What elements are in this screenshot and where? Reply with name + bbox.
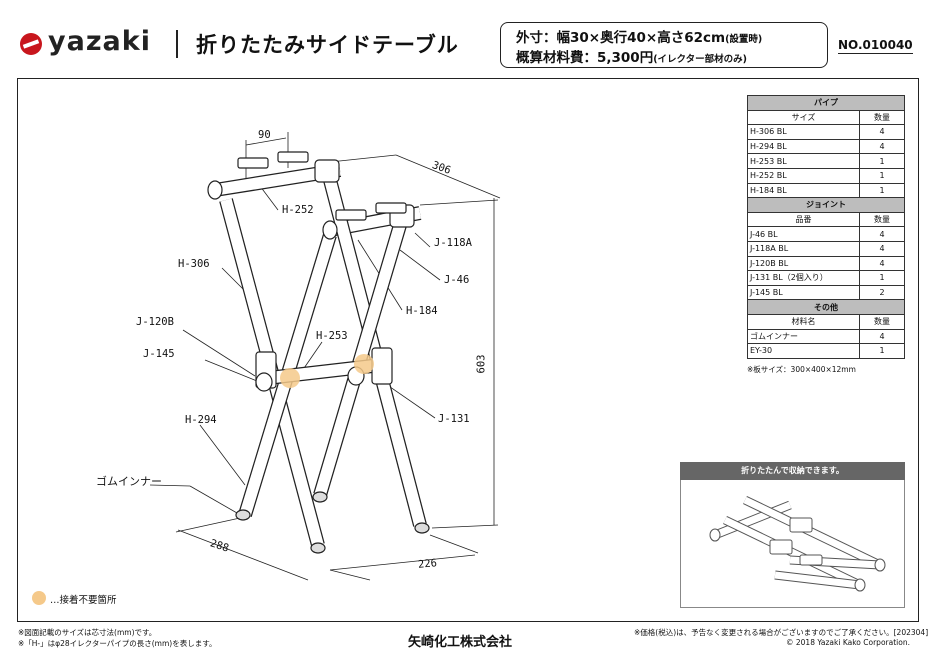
- joint-col-qty: 数量: [859, 211, 905, 228]
- part-qty: 4: [859, 255, 905, 272]
- part-name: J-46 BL: [747, 226, 860, 242]
- other-section-title: その他: [747, 299, 905, 315]
- part-name: H-253 BL: [747, 153, 860, 169]
- part-name: J-118A BL: [747, 240, 860, 257]
- other-col-name: 材料名: [747, 313, 860, 330]
- spec-dimensions-note: (設置時): [725, 34, 763, 45]
- logo-text: yazaki: [48, 26, 151, 57]
- dim-226: 226: [417, 557, 438, 571]
- footer-note-size: ※図面記載のサイズは芯寸法(mm)です。: [18, 628, 157, 637]
- part-qty: 1: [859, 270, 905, 286]
- label-j131: J-131: [438, 413, 470, 425]
- pipe-section-header: パイプ: [747, 95, 905, 111]
- spec-dimensions: 外寸：幅30×奥行40×高さ62cm(設置時): [516, 26, 762, 46]
- logo-mark: [20, 33, 42, 55]
- part-qty: 4: [859, 328, 905, 345]
- label-h294: H-294: [185, 414, 217, 426]
- joint-column-header: 品番数量: [747, 211, 905, 228]
- part-name: H-294 BL: [747, 138, 860, 155]
- folded-caption: 折りたたんで収納できます。: [680, 462, 905, 480]
- label-j145: J-145: [143, 348, 175, 360]
- joint-col-name: 品番: [747, 211, 860, 228]
- dim-603: 603: [475, 354, 488, 374]
- page-title: 折りたたみサイドテーブル: [196, 33, 459, 57]
- product-number: NO.010040: [838, 38, 913, 54]
- label-h184: H-184: [406, 305, 438, 317]
- label-rubber-inner: ゴムインナー: [96, 475, 162, 488]
- pipe-col-name: サイズ: [747, 109, 860, 126]
- pipe-col-qty: 数量: [859, 109, 905, 126]
- spec-cost: 概算材料費：5,300円(イレクター部材のみ): [516, 46, 747, 66]
- spec-dimensions-text: 外寸：幅30×奥行40×高さ62cm: [516, 30, 726, 46]
- label-j118a: J-118A: [434, 237, 472, 249]
- joint-section-header: ジョイント: [747, 197, 905, 213]
- header-separator: [176, 30, 178, 58]
- part-qty: 4: [859, 240, 905, 257]
- part-qty: 4: [859, 138, 905, 155]
- folded-illustration-box: [680, 462, 905, 608]
- label-j46: J-46: [444, 274, 470, 286]
- part-qty: 1: [859, 153, 905, 169]
- joint-section-title: ジョイント: [747, 197, 905, 213]
- part-name: EY-30: [747, 343, 860, 359]
- label-j120b: J-120B: [136, 316, 174, 328]
- part-qty: 4: [859, 124, 905, 140]
- other-col-qty: 数量: [859, 313, 905, 330]
- table-row: J-131 BL（2個入り）1: [747, 270, 905, 286]
- spec-cost-text: 概算材料費：5,300円: [516, 50, 654, 66]
- dim-90: 90: [258, 129, 271, 141]
- pipe-column-header: サイズ数量: [747, 109, 905, 126]
- spec-box: [500, 22, 828, 68]
- drawing-frame: [17, 78, 919, 622]
- label-h253: H-253: [316, 330, 348, 342]
- pipe-section-title: パイプ: [747, 95, 905, 111]
- part-name: J-131 BL（2個入り）: [747, 270, 860, 286]
- other-column-header: 材料名数量: [747, 313, 905, 330]
- part-name: J-145 BL: [747, 284, 860, 301]
- part-qty: 1: [859, 167, 905, 184]
- part-qty: 1: [859, 182, 905, 199]
- copyright: © 2018 Yazaki Kako Corporation.: [786, 638, 910, 647]
- board-size-note: ※板サイズ：300×400×12mm: [747, 365, 856, 374]
- part-name: ゴムインナー: [747, 328, 860, 345]
- footer-note-pipe: ※「H-」はφ28イレクターパイプの長さ(mm)を表します。: [18, 639, 217, 648]
- spec-cost-note: (イレクター部材のみ): [653, 54, 748, 65]
- company-name: 矢崎化工株式会社: [408, 635, 513, 650]
- no-glue-legend-swatch: [32, 591, 46, 605]
- no-glue-marker: [280, 368, 300, 388]
- part-qty: 2: [859, 284, 905, 301]
- part-name: J-120B BL: [747, 255, 860, 272]
- footer-note-price: ※価格(税込)は、予告なく変更される場合がございますのでご了承ください。[202…: [634, 628, 929, 637]
- part-qty: 1: [859, 343, 905, 359]
- label-h252: H-252: [282, 204, 314, 216]
- part-name: H-184 BL: [747, 182, 860, 199]
- part-qty: 4: [859, 226, 905, 242]
- part-name: H-252 BL: [747, 167, 860, 184]
- other-section-header: その他: [747, 299, 905, 315]
- no-glue-marker: [354, 354, 374, 374]
- no-glue-legend-text: …接着不要箇所: [50, 595, 117, 606]
- label-h306: H-306: [178, 258, 210, 270]
- part-name: H-306 BL: [747, 124, 860, 140]
